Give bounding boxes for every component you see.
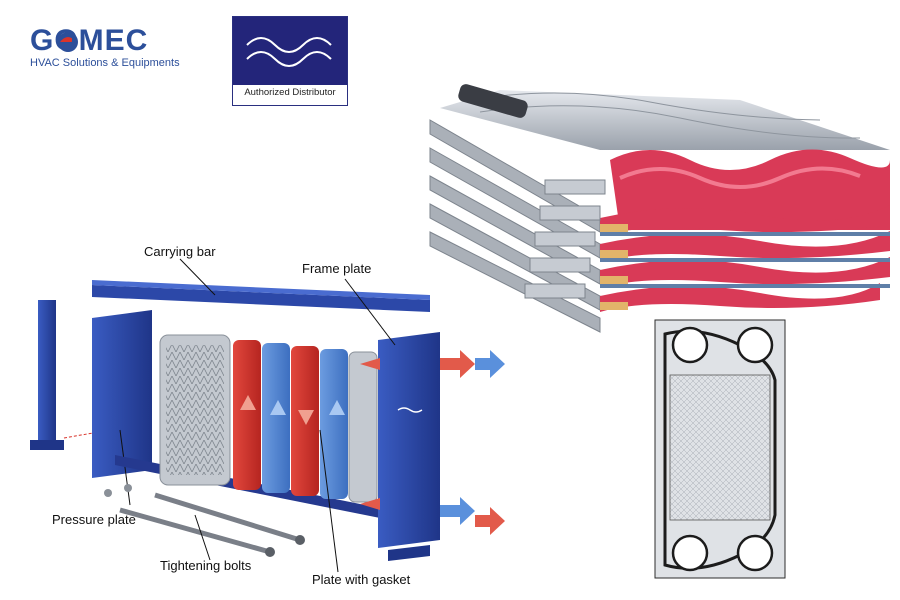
partner-wordmark-icon (246, 37, 332, 67)
partner-logo (233, 17, 347, 85)
label-pressure-plate: Pressure plate (52, 512, 136, 527)
port-hole (671, 326, 709, 364)
corrugated-plate-pack (429, 84, 890, 333)
port-hole (736, 534, 774, 572)
partner-badge: Authorized Distributor (232, 16, 348, 106)
flow-arrow-icon (240, 350, 505, 535)
brand-logo: GOMEC HVAC Solutions & Equipments (30, 24, 190, 70)
alfa-laval-mark-icon (397, 407, 423, 413)
port-hole (736, 326, 774, 364)
label-carrying-bar: Carrying bar (144, 244, 216, 259)
label-tightening-bolts: Tightening bolts (160, 558, 252, 573)
gasket-plate (654, 319, 786, 579)
partner-caption: Authorized Distributor (244, 87, 336, 98)
brand-name: GOMEC (30, 24, 149, 57)
port-hole (671, 534, 709, 572)
label-frame-plate: Frame plate (302, 261, 372, 276)
brand-tagline: HVAC Solutions & Equipments (30, 57, 180, 69)
exploded-heat-exchanger (30, 258, 505, 573)
brand-globe-icon (58, 32, 78, 52)
tightening-bolt-icon (104, 484, 305, 557)
label-plate-with-gasket: Plate with gasket (312, 572, 411, 587)
